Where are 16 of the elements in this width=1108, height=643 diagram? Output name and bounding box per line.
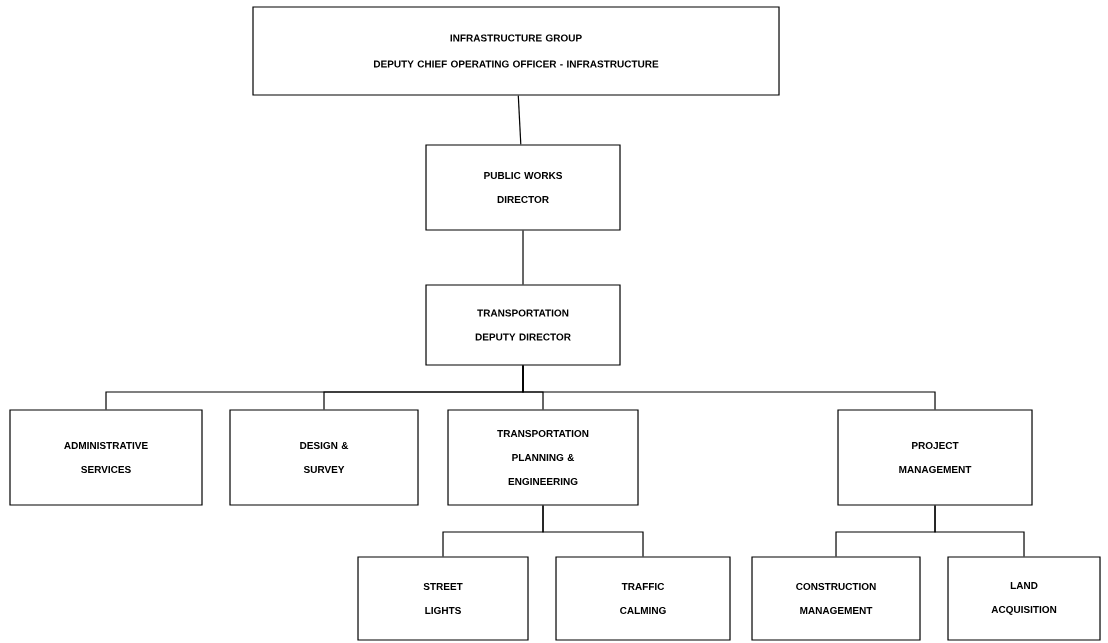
org-box: TRANSPORTATION DEPUTY DIRECTOR [425,284,621,366]
org-box: PROJECT MANAGEMENT [837,409,1033,506]
org-box: STREET LIGHTS [357,556,529,641]
org-box: TRANSPORTATION PLANNING & ENGINEERING [447,409,639,506]
connector-line [542,505,644,557]
org-box: LAND ACQUISITION [947,556,1101,641]
org-box: CONSTRUCTION MANAGEMENT [751,556,921,641]
org-box: TRAFFIC CALMING [555,556,731,641]
connector-line [517,95,522,145]
connector-line [934,505,1025,557]
org-box: DESIGN & SURVEY [229,409,419,506]
org-box: PUBLIC WORKS DIRECTOR [425,144,621,231]
connector-line [522,365,936,410]
org-box: ADMINISTRATIVE SERVICES [9,409,203,506]
org-box: INFRASTRUCTURE GROUP DEPUTY CHIEF OPERATING OFFICER - INFRASTRUCTURE [252,6,780,96]
connector-line [522,230,524,285]
